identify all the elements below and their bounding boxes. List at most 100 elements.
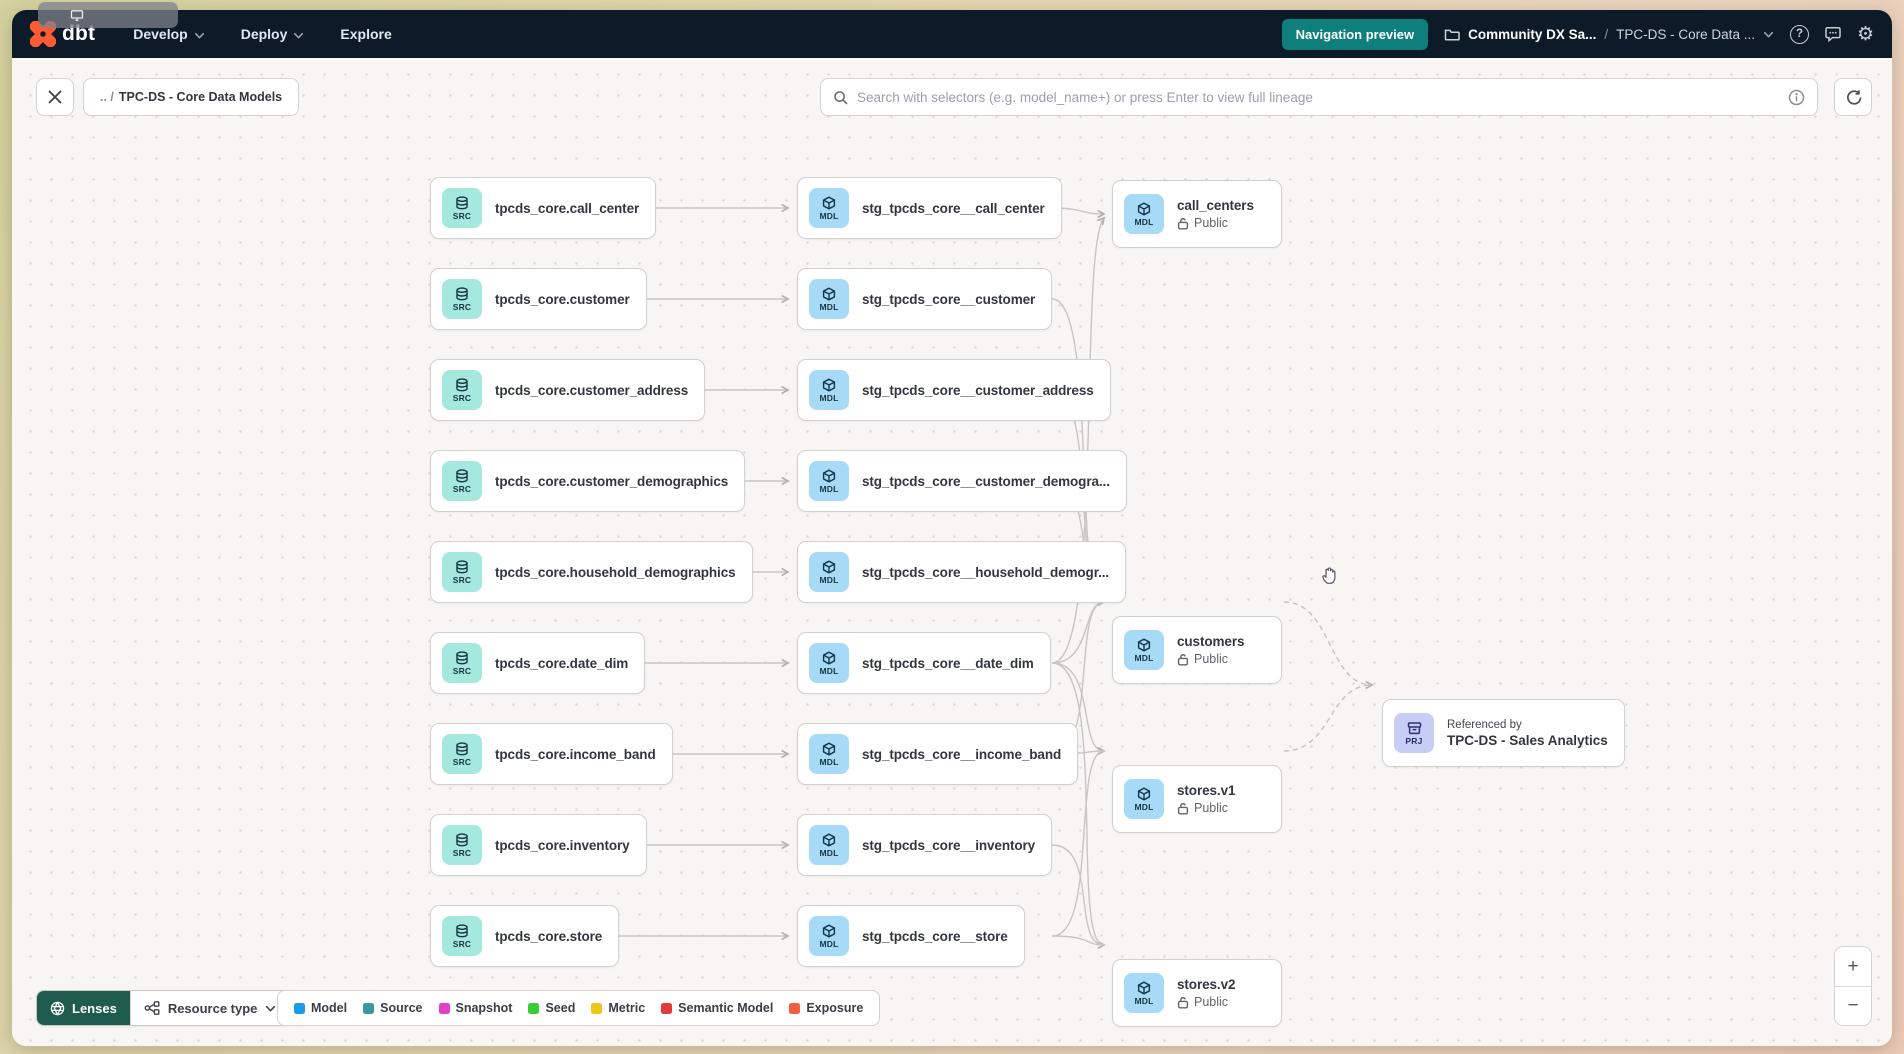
lenses-button[interactable]: Lenses [37,991,130,1025]
refresh-icon [1846,89,1861,105]
database-icon [456,377,468,391]
navbar-right: Navigation preview Community DX Sa... / … [1281,18,1874,50]
info-icon[interactable] [1788,89,1805,106]
seed-swatch [528,1002,540,1014]
graph-node-source-date-dim[interactable]: SRC tpcds_core.date_dim [430,632,646,694]
legend-item-seed: Seed [528,1001,575,1015]
lock-open-icon [1177,217,1189,230]
model-badge: MDL [1124,973,1164,1013]
project-breadcrumb[interactable]: Community DX Sa... / TPC-DS - Core Data … [1444,27,1774,42]
model-badge: MDL [1124,194,1164,234]
exposure-swatch [789,1002,801,1014]
legend-item-metric: Metric [591,1001,645,1015]
feedback-icon[interactable] [1824,26,1842,42]
access-badge: Public [1177,801,1235,815]
model-badge: MDL [1124,630,1164,670]
database-icon [456,923,468,937]
lock-open-icon [1177,653,1189,665]
source-badge: SRC [442,461,482,501]
cube-icon [1137,638,1151,651]
database-icon [456,468,468,482]
graph-node-stg-call-center[interactable]: MDL stg_tpcds_core__call_center [797,177,1062,239]
graph-node-stg-store[interactable]: MDL stg_tpcds_core__store [797,905,1025,967]
account-name[interactable]: Community DX Sa... [1468,26,1597,42]
snapshot-swatch [438,1002,450,1014]
nav-item-deploy[interactable]: Deploy [241,26,305,42]
database-icon [456,286,468,300]
graph-node-stg-date-dim[interactable]: MDL stg_tpcds_core__date_dim [797,632,1051,694]
graph-node-stores-v1[interactable]: MDL stores.v1 Public [1112,765,1282,833]
source-badge: SRC [442,825,482,865]
cube-icon [822,195,836,210]
graph-node-call-centers[interactable]: MDL call_centers Public [1112,180,1282,248]
monitor-icon [70,9,84,21]
gear-icon[interactable]: ⚙ [1856,22,1874,45]
model-badge: MDL [809,188,849,228]
graph-node-source-store[interactable]: SRC tpcds_core.store [430,905,620,967]
referenced-by-caption: Referenced by [1447,718,1522,731]
cube-icon [1137,201,1151,216]
graph-node-stg-customer-demographics[interactable]: MDL stg_tpcds_core__customer_demogra... [797,450,1127,512]
graph-node-stg-customer[interactable]: MDL stg_tpcds_core__customer [797,268,1053,330]
search-input[interactable] [857,89,1779,105]
refresh-lineage-button[interactable] [1834,78,1872,116]
graph-node-customers[interactable]: MDL customers Public [1112,616,1282,684]
source-badge: SRC [442,188,482,228]
nav-item-develop[interactable]: Develop [133,26,204,42]
resource-type-dropdown[interactable]: Resource type [129,991,290,1025]
zoom-in-button[interactable]: + [1835,947,1871,986]
graph-node-stg-inventory[interactable]: MDL stg_tpcds_core__inventory [797,814,1053,876]
graph-node-stg-customer-address[interactable]: MDL stg_tpcds_core__customer_address [797,359,1111,421]
graph-node-referenced-project[interactable]: PRJ Referenced by TPC-DS - Sales Analyti… [1382,699,1625,767]
source-badge: SRC [442,279,482,319]
navbar-icons: ? ⚙ [1789,22,1874,45]
main-nav: Develop Deploy Explore [133,26,392,42]
model-swatch [294,1002,305,1014]
lens-icon [50,1001,65,1015]
lineage-search-bar [820,78,1818,116]
archive-icon [1407,721,1421,734]
graph-node-stg-household-demographics[interactable]: MDL stg_tpcds_core__household_demogr... [797,541,1127,603]
source-badge: SRC [442,370,482,410]
referenced-project-name: TPC-DS - Sales Analytics [1447,732,1608,748]
search-icon [834,90,848,105]
lock-open-icon [1177,802,1189,814]
source-badge: SRC [442,643,482,683]
breadcrumb-parent: .. / [100,90,114,104]
help-icon[interactable]: ? [1789,24,1809,44]
semantic-model-swatch [661,1002,673,1014]
database-icon [456,559,468,573]
cube-icon [822,469,836,482]
lineage-breadcrumb-chip[interactable]: .. / TPC-DS - Core Data Models [83,78,300,116]
chevron-down-icon [1763,31,1773,37]
graph-node-source-inventory[interactable]: SRC tpcds_core.inventory [430,814,647,876]
lineage-canvas[interactable]: .. / TPC-DS - Core Data Models SRC tpcds… [12,58,1892,1046]
graph-node-source-customer[interactable]: SRC tpcds_core.customer [430,268,647,330]
lenses-control: Lenses Resource type [36,990,291,1026]
graph-node-stg-income-band[interactable]: MDL stg_tpcds_core__income_band [797,723,1079,785]
legend-item-exposure: Exposure [789,1001,863,1015]
folder-icon [1444,29,1460,41]
close-lineage-button[interactable] [36,78,74,116]
graph-node-source-customer-address[interactable]: SRC tpcds_core.customer_address [430,359,706,421]
legend-item-model: Model [294,1001,347,1015]
graph-node-source-call-center[interactable]: SRC tpcds_core.call_center [430,177,657,239]
cube-icon [1137,787,1151,800]
cube-icon [822,651,836,664]
graph-node-source-customer-demographics[interactable]: SRC tpcds_core.customer_demographics [430,450,746,512]
project-badge: PRJ [1394,713,1434,753]
cube-icon [822,287,836,300]
navigation-preview-button[interactable]: Navigation preview [1281,18,1429,50]
model-badge: MDL [809,734,849,774]
nav-item-explore[interactable]: Explore [340,26,392,42]
model-badge: MDL [809,552,849,592]
graph-node-stores-v2[interactable]: MDL stores.v2 Public [1112,959,1282,1027]
graph-node-source-income-band[interactable]: SRC tpcds_core.income_band [430,723,673,785]
graph-node-source-household-demographics[interactable]: SRC tpcds_core.household_demographics [430,541,753,603]
database-icon [456,741,468,755]
legend-item-source: Source [363,1001,423,1015]
project-name[interactable]: TPC-DS - Core Data ... [1616,26,1755,42]
access-badge: Public [1177,995,1235,1009]
resource-type-icon [144,1001,160,1015]
zoom-out-button[interactable]: − [1835,986,1871,1025]
